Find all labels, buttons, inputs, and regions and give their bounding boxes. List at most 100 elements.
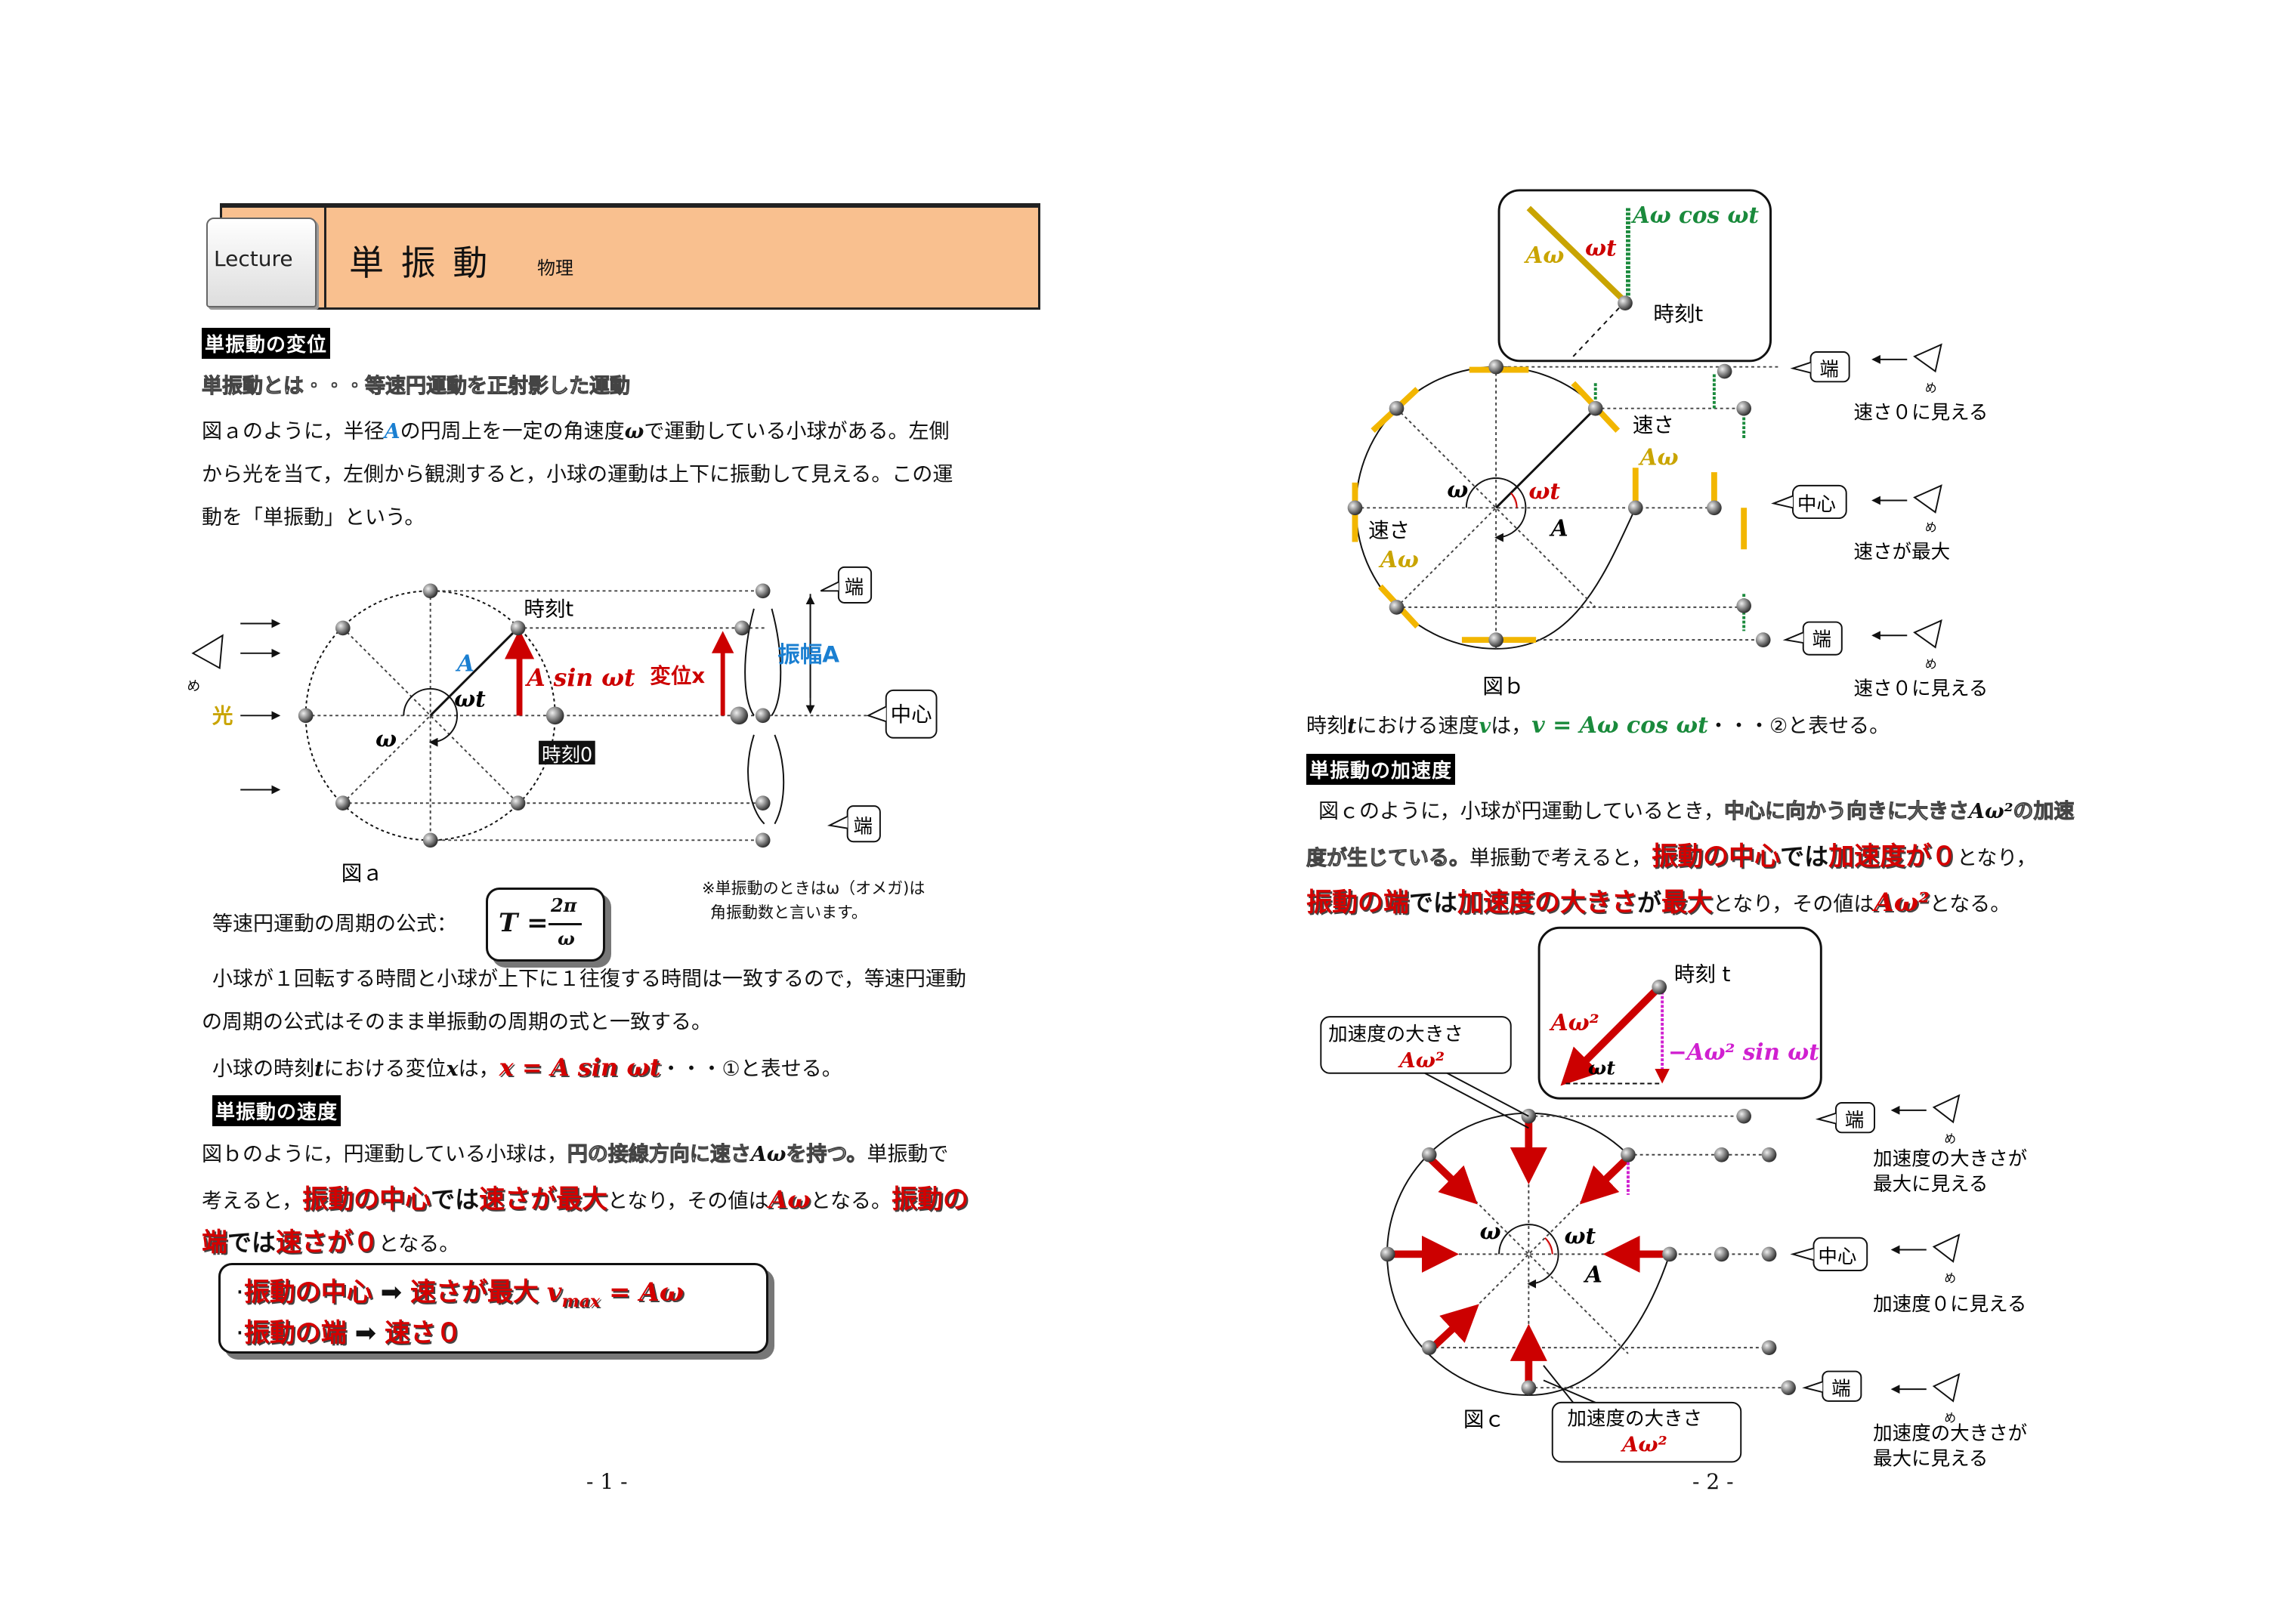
text: 小球の時刻	[212, 1057, 314, 1081]
text: となり，その値は	[1713, 893, 1874, 916]
formula-lhs: T =	[499, 908, 549, 938]
math-omega: ω	[624, 420, 644, 443]
text: は，	[458, 1057, 499, 1081]
amplitude-label: 振幅A	[777, 642, 839, 668]
summary-box: ·振動の中心 ➡ 速さが最大 vmax = Aω ·振動の端 ➡ 速さ０	[218, 1263, 768, 1354]
callout-end-top: 端	[1815, 1102, 1876, 1134]
eye-label: め	[1944, 1271, 1956, 1286]
callout-center: 中心	[1771, 484, 1847, 520]
radius-A-label: A	[1549, 515, 1568, 542]
text: 単振動で考えると，	[1469, 847, 1652, 870]
displacement-label: 変位x	[650, 664, 705, 688]
lecture-header	[220, 203, 1040, 310]
bullet: ·	[236, 1318, 244, 1348]
text: における速度	[1356, 715, 1479, 738]
text: で運動している小球がある。左側	[644, 420, 950, 443]
text: の加速	[2013, 800, 2075, 824]
eye-label: め	[1944, 1132, 1956, 1146]
figure-a: め 光 時刻t A ωt ω A sin ωt 変位x 振幅A 時刻0 端 中心…	[187, 566, 938, 885]
callout-formula: Aω cos ωt	[1630, 202, 1760, 228]
note-line2: 角振動数と言います。	[710, 903, 867, 922]
end-bottom-note: 速さ０に見える	[1854, 678, 1989, 700]
lecture-book-icon: Lecture	[206, 218, 317, 307]
para4-line1: 図ｂのように，円運動している小球は，円の接線方向に速さAωを持つ。単振動で	[202, 1140, 948, 1170]
light-label: 光	[212, 704, 233, 728]
para2-line1: 小球が１回転する時間と小球が上下に１往復する時間は一致するので，等速円運動	[212, 968, 966, 991]
text: では	[1409, 888, 1458, 917]
angle-wt-label: ωt	[1528, 478, 1560, 505]
text: 考えると，	[202, 1190, 303, 1213]
text: 振動の中心	[302, 1184, 431, 1215]
summary-item-center: ·振動の中心 ➡ 速さが最大 vmax = Aω	[236, 1271, 684, 1311]
period-formula-box: T = 2π ω	[486, 888, 605, 962]
label: 加速度の大きさ	[1567, 1407, 1702, 1430]
speed-value-1: Aω	[1638, 443, 1679, 470]
speed-label-2: 速さ	[1368, 519, 1410, 543]
text: 図ｂのように，円運動している小球は，	[202, 1143, 567, 1166]
time-0-label: 時刻0	[542, 744, 592, 767]
callout-center: 中心	[866, 689, 938, 739]
math-Aw: = Aω	[600, 1277, 685, 1308]
speed-value-2: Aω	[1378, 546, 1419, 573]
label: 端	[854, 816, 873, 838]
lecture-badge: Lecture	[214, 246, 293, 271]
label: 端	[1812, 628, 1832, 651]
text: となり，その値は	[607, 1190, 769, 1213]
callout-wt: ωt	[1588, 1057, 1615, 1080]
math-Aw: Aω	[768, 1185, 811, 1214]
text: 度が生じている。	[1306, 847, 1470, 871]
text: では	[227, 1228, 277, 1257]
math-v: v	[1479, 715, 1491, 738]
math-Aw: Aω	[750, 1143, 786, 1166]
text: 振動の端	[1306, 888, 1409, 918]
center-note: 速さが最大	[1854, 541, 1951, 563]
subject-label: 物理	[537, 258, 573, 279]
text: 振動の	[891, 1184, 969, 1215]
formula-denominator: ω	[558, 928, 575, 949]
velocity-line: 時刻tにおける速度vは，v = Aω cos ωt・・・②と表せる。	[1306, 711, 1890, 742]
text: 振動の中心	[1652, 841, 1781, 872]
math-v: v	[546, 1277, 562, 1308]
text: 時刻	[1306, 715, 1347, 738]
figure-c-caption: 図ｃ	[1463, 1407, 1505, 1431]
speed-label-1: 速さ	[1633, 413, 1674, 437]
label: 端	[1831, 1378, 1851, 1400]
callout-end-top: 端	[820, 566, 873, 604]
omega-label: ω	[1447, 477, 1468, 503]
definition-line: 単振動とは・・・等速円運動を正射影した運動	[202, 375, 631, 399]
figure-b: Aω cos ωt Aω ωt 時刻t 速さ Aω 速さ Aω ω ωt A 端…	[1347, 189, 1989, 700]
figure-b-caption: 図ｂ	[1482, 675, 1524, 699]
text: 図ａのように，半径	[202, 420, 385, 443]
math-t: t	[1347, 715, 1357, 738]
radius-A-label: A	[455, 650, 474, 676]
text: 端	[202, 1227, 227, 1258]
callout-end-bottom: 端	[1802, 1370, 1862, 1402]
callout-time: 時刻 t	[1674, 962, 1731, 986]
text: の円周上を一定の角速度	[400, 420, 625, 443]
para2-line2: の周期の公式はそのまま単振動の周期の式と一致する。	[202, 1011, 712, 1034]
callout-time: 時刻t	[1653, 302, 1703, 326]
text: となり，	[1957, 847, 2037, 870]
para5-line2: 度が生じている。単振動で考えると，振動の中心では加速度が０となり，	[1306, 841, 2037, 874]
text: 最大	[1661, 888, 1714, 918]
bullet: ·	[236, 1277, 244, 1308]
text: となる。	[810, 1190, 892, 1213]
text: 中心に向かう向きに大きさ	[1724, 800, 1970, 824]
text: となる。	[1930, 893, 2011, 916]
angle-wt-label: ωt	[454, 686, 486, 712]
end-top-note: 速さ０に見える	[1854, 401, 1989, 424]
eye-icon	[191, 634, 224, 670]
label: 端	[1819, 358, 1839, 381]
eye-icons	[1913, 343, 1942, 649]
text: ・・・②と表せる。	[1707, 715, 1890, 738]
time-t-label: 時刻t	[524, 597, 573, 622]
math-Aw2: Aω²	[1969, 800, 2013, 823]
callout-wt: ωt	[1585, 234, 1617, 261]
formula-numerator: 2π	[551, 894, 577, 916]
end-top-note: 最大に見える	[1873, 1173, 1988, 1196]
page-number-2: - 2 -	[1692, 1469, 1734, 1494]
para5-line3: 振動の端では加速度の大きさが最大となり，その値はAω²となる。	[1306, 888, 2010, 920]
text: は，	[1491, 715, 1532, 738]
eye-label: め	[1925, 381, 1937, 395]
label: 中心	[1818, 1246, 1856, 1268]
